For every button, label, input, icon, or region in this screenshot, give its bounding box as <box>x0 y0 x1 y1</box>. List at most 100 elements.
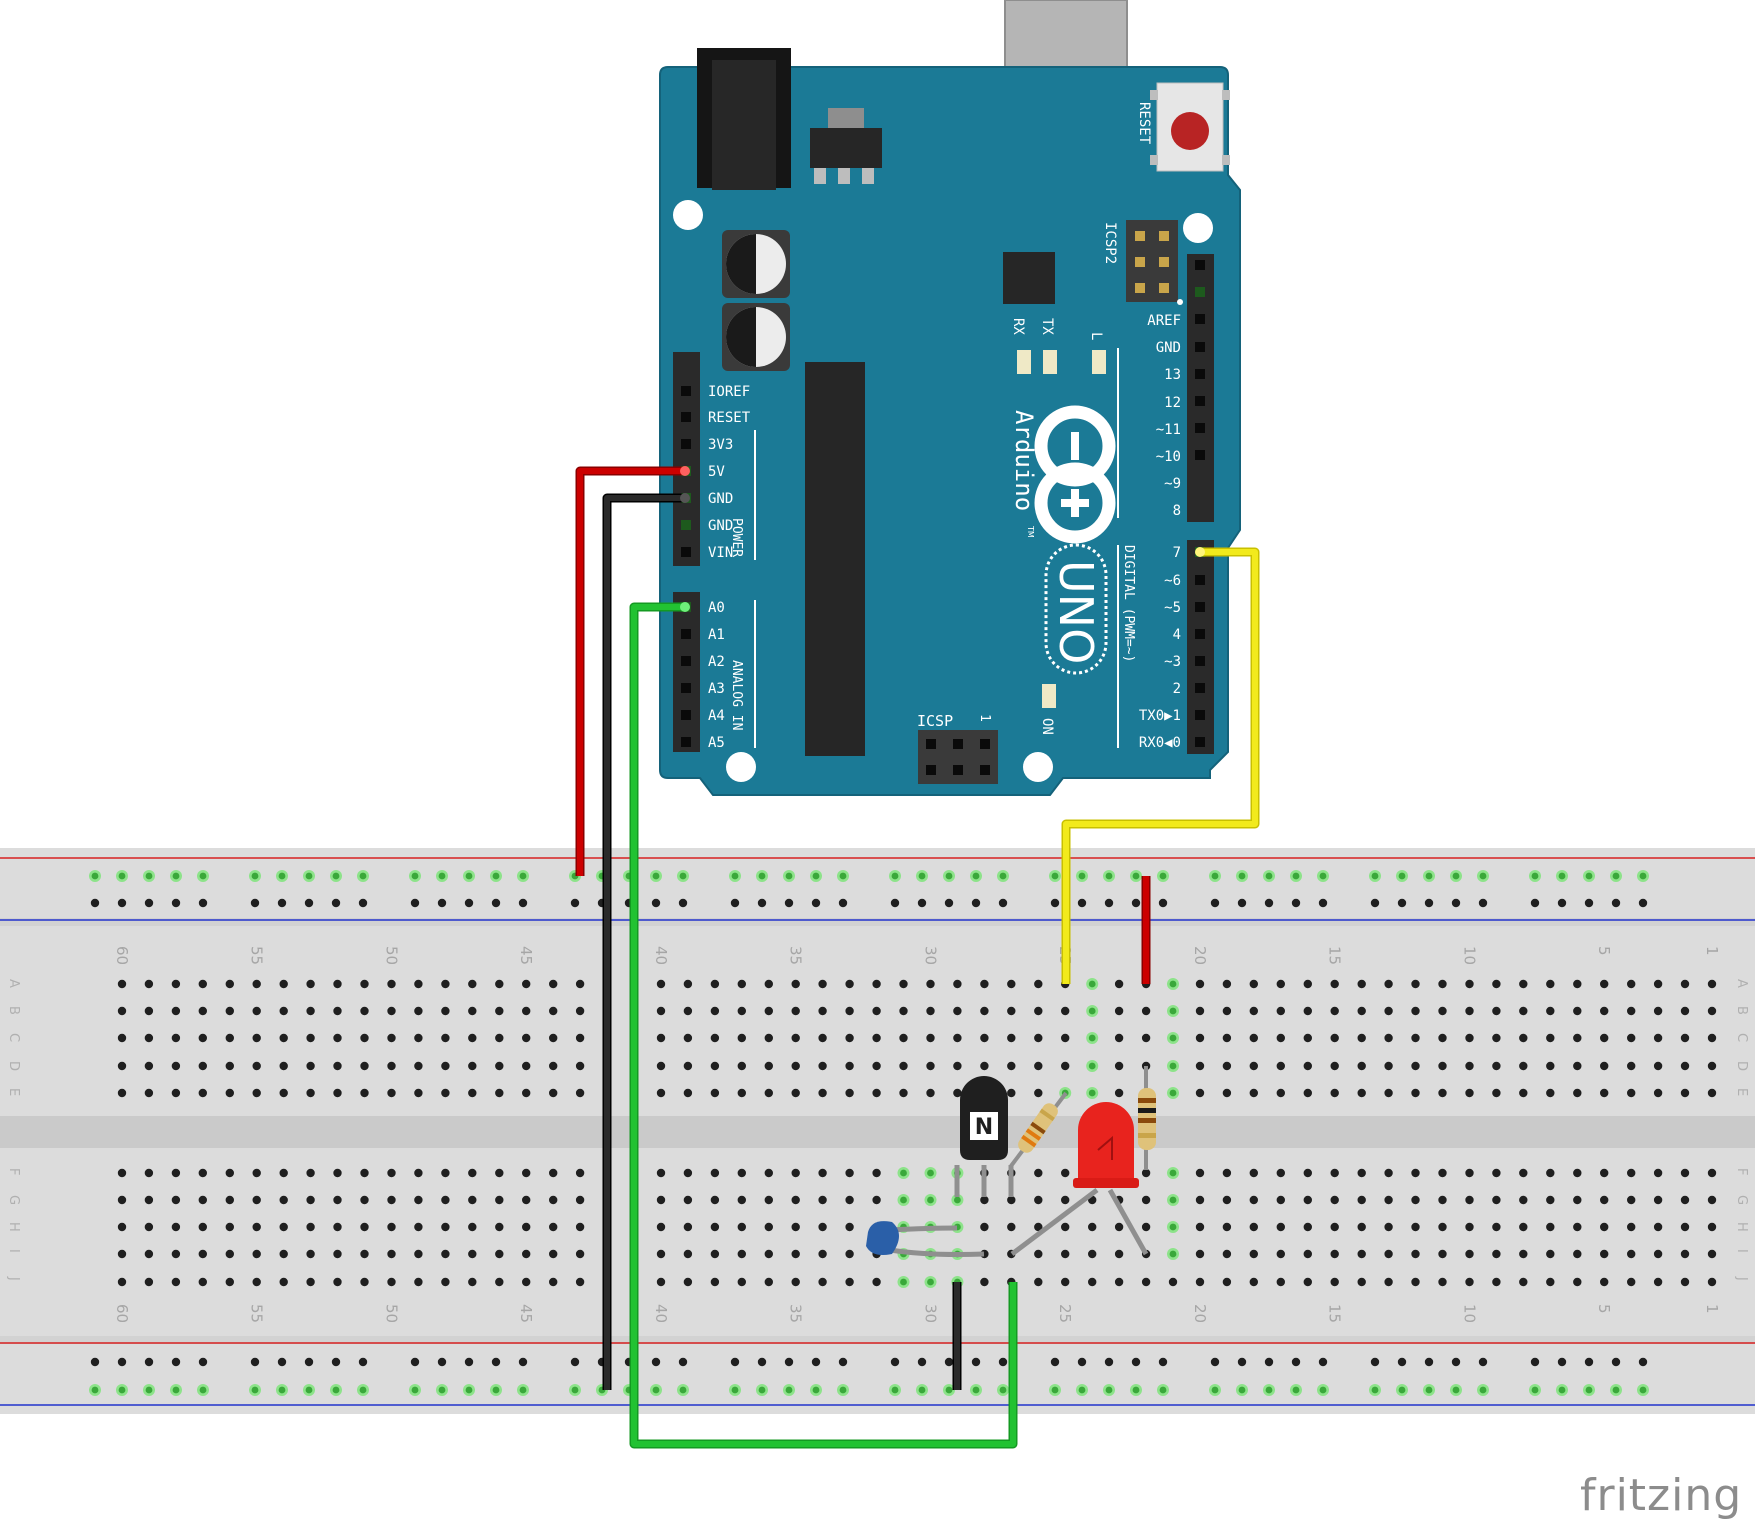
breadboard-hole[interactable] <box>683 1006 693 1016</box>
breadboard-hole[interactable] <box>1465 1061 1474 1071</box>
breadboard-hole[interactable] <box>1088 1222 1097 1232</box>
breadboard-hole[interactable] <box>1492 1168 1501 1178</box>
breadboard-hole[interactable] <box>1061 1222 1070 1232</box>
breadboard-hole[interactable] <box>1465 1088 1474 1098</box>
breadboard-hole[interactable] <box>872 1277 881 1287</box>
breadboard-hole[interactable] <box>710 1249 720 1259</box>
breadboard-hole[interactable] <box>656 1033 666 1043</box>
rail-hole[interactable] <box>1210 898 1220 908</box>
breadboard-hole[interactable] <box>117 1088 127 1098</box>
rail-hole[interactable] <box>917 1357 927 1367</box>
rail-hole[interactable] <box>570 1357 580 1367</box>
breadboard-hole[interactable] <box>1600 1249 1609 1259</box>
breadboard-hole[interactable] <box>1384 1061 1393 1071</box>
breadboard-hole[interactable] <box>144 1006 154 1016</box>
rail-hole[interactable] <box>944 1357 954 1367</box>
header-pin[interactable] <box>681 547 691 557</box>
breadboard-hole[interactable] <box>1411 1006 1420 1016</box>
breadboard-hole[interactable] <box>1492 1277 1501 1287</box>
rail-hole[interactable] <box>1557 898 1567 908</box>
breadboard-hole[interactable] <box>441 1249 450 1259</box>
breadboard-hole[interactable] <box>1357 1195 1366 1205</box>
breadboard-hole[interactable] <box>1627 1249 1636 1259</box>
breadboard-hole[interactable] <box>1573 1006 1582 1016</box>
breadboard-hole[interactable] <box>144 1277 154 1287</box>
breadboard-hole[interactable] <box>171 1249 181 1259</box>
header-pin[interactable] <box>1195 629 1205 639</box>
breadboard-hole[interactable] <box>1357 1033 1366 1043</box>
breadboard-hole[interactable] <box>1034 1168 1043 1178</box>
breadboard-hole[interactable] <box>171 1061 181 1071</box>
breadboard-hole[interactable] <box>198 1249 207 1259</box>
breadboard-hole[interactable] <box>144 1033 154 1043</box>
breadboard-hole[interactable] <box>387 1249 396 1259</box>
breadboard-hole[interactable] <box>1114 1061 1124 1071</box>
breadboard-hole[interactable] <box>144 979 154 989</box>
breadboard-hole[interactable] <box>144 1168 154 1178</box>
breadboard-hole[interactable] <box>1034 1006 1043 1016</box>
breadboard-hole[interactable] <box>387 1277 396 1287</box>
breadboard-hole[interactable] <box>1276 979 1286 989</box>
breadboard-hole[interactable] <box>441 1195 450 1205</box>
breadboard-hole[interactable] <box>1249 979 1259 989</box>
breadboard-hole[interactable] <box>1492 1222 1501 1232</box>
breadboard-hole[interactable] <box>279 1195 288 1205</box>
breadboard-hole[interactable] <box>1357 1249 1366 1259</box>
breadboard-hole[interactable] <box>1627 1088 1636 1098</box>
breadboard-hole[interactable] <box>306 1249 315 1259</box>
breadboard-hole[interactable] <box>1519 1088 1528 1098</box>
breadboard-hole[interactable] <box>1465 1006 1474 1016</box>
rail-hole[interactable] <box>971 898 981 908</box>
breadboard-hole[interactable] <box>441 1168 450 1178</box>
breadboard-hole[interactable] <box>333 1061 342 1071</box>
breadboard-hole[interactable] <box>468 1277 477 1287</box>
rail-hole[interactable] <box>1050 898 1060 908</box>
breadboard-hole[interactable] <box>1276 1222 1286 1232</box>
breadboard-hole[interactable] <box>791 1061 800 1071</box>
breadboard-hole[interactable] <box>1411 1249 1420 1259</box>
rail-hole[interactable] <box>1077 1357 1087 1367</box>
breadboard-hole[interactable] <box>1600 1006 1609 1016</box>
breadboard-hole[interactable] <box>306 979 315 989</box>
breadboard-hole[interactable] <box>1141 1195 1151 1205</box>
breadboard-hole[interactable] <box>845 1033 854 1043</box>
rail-hole[interactable] <box>1478 898 1488 908</box>
breadboard-hole[interactable] <box>1411 979 1420 989</box>
breadboard-hole[interactable] <box>387 979 396 989</box>
breadboard-hole[interactable] <box>279 1168 288 1178</box>
rail-hole[interactable] <box>198 1357 208 1367</box>
breadboard-hole[interactable] <box>117 1033 127 1043</box>
breadboard-hole[interactable] <box>1600 1033 1609 1043</box>
breadboard-hole[interactable] <box>1303 1168 1313 1178</box>
breadboard-hole[interactable] <box>306 1033 315 1043</box>
rail-hole[interactable] <box>1210 1357 1220 1367</box>
breadboard-hole[interactable] <box>683 1249 693 1259</box>
breadboard-hole[interactable] <box>1492 1061 1501 1071</box>
rail-hole[interactable] <box>651 1357 661 1367</box>
rail-hole[interactable] <box>971 1357 981 1367</box>
rail-hole[interactable] <box>1158 898 1168 908</box>
breadboard-hole[interactable] <box>791 979 800 989</box>
breadboard-hole[interactable] <box>1303 1195 1313 1205</box>
breadboard-hole[interactable] <box>1303 1033 1313 1043</box>
breadboard-hole[interactable] <box>1627 1033 1636 1043</box>
breadboard-hole[interactable] <box>1222 1088 1232 1098</box>
breadboard-hole[interactable] <box>683 1033 693 1043</box>
rail-hole[interactable] <box>410 898 420 908</box>
rail-hole[interactable] <box>1318 1357 1328 1367</box>
breadboard-hole[interactable] <box>1141 1033 1151 1043</box>
breadboard-hole[interactable] <box>1600 1168 1609 1178</box>
breadboard-hole[interactable] <box>1222 1006 1232 1016</box>
breadboard-hole[interactable] <box>1465 1033 1474 1043</box>
rail-hole[interactable] <box>1557 1357 1567 1367</box>
breadboard-hole[interactable] <box>171 1168 181 1178</box>
breadboard-hole[interactable] <box>360 1006 369 1016</box>
breadboard-hole[interactable] <box>414 1249 423 1259</box>
breadboard-hole[interactable] <box>845 1277 854 1287</box>
breadboard-hole[interactable] <box>1007 1195 1016 1205</box>
breadboard-hole[interactable] <box>360 1277 369 1287</box>
breadboard-hole[interactable] <box>495 1168 504 1178</box>
breadboard-hole[interactable] <box>522 979 531 989</box>
breadboard-hole[interactable] <box>1707 1222 1717 1232</box>
breadboard-hole[interactable] <box>1007 1006 1016 1016</box>
